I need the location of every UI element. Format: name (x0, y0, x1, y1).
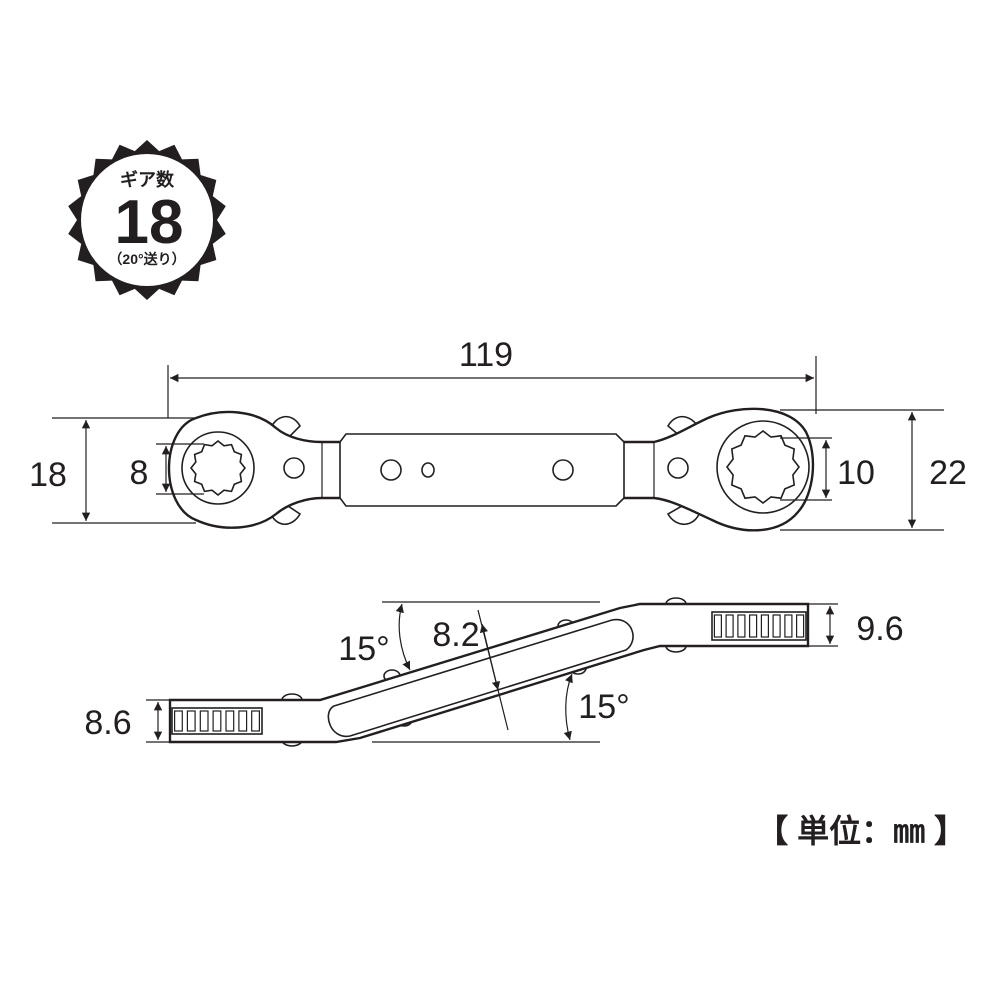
ratchet-tooth (212, 710, 222, 732)
upper-angle-label: 15° (338, 630, 389, 668)
side-view-dimensions: 15° 8.2 15° 9.6 8.6 (84, 601, 904, 743)
ratchet-tooth (225, 710, 235, 732)
ratchet-tooth (199, 710, 209, 732)
left-ratchet-teeth-icon (174, 710, 260, 732)
gear-count-badge: ギア数 18 （20°送り） (68, 140, 226, 300)
ratchet-tooth (784, 614, 793, 638)
left-height-label: 18 (29, 456, 67, 494)
left-socket-label: 8 (130, 454, 149, 492)
ratchet-tooth (737, 614, 746, 638)
length-label: 119 (459, 336, 513, 374)
badge-title: ギア数 (120, 169, 175, 190)
ratchet-tooth (251, 710, 260, 732)
ratchet-tooth (713, 614, 723, 638)
ratchet-tooth (760, 614, 770, 638)
ratchet-tooth (795, 614, 805, 638)
right-12point-socket-icon (725, 429, 801, 505)
ratchet-tooth (174, 710, 183, 732)
badge-number: 18 (115, 188, 184, 257)
left-12point-socket-icon (189, 439, 247, 497)
unit-note: 【 単位：㎜ 】 (756, 813, 966, 849)
ratchet-tooth (186, 710, 196, 732)
badge-subtitle: （20°送り） (108, 251, 185, 267)
right-head-thickness-label: 9.6 (856, 610, 903, 648)
shank-thickness-label: 8.2 (432, 616, 479, 654)
lower-angle-label: 15° (578, 688, 629, 726)
ratchet-tooth (238, 710, 248, 732)
ratchet-tooth (772, 614, 781, 638)
right-ratchet-teeth-icon (713, 614, 805, 638)
wrench-side-view (168, 597, 810, 747)
right-socket-label: 10 (837, 454, 875, 492)
right-height-label: 22 (929, 454, 967, 492)
left-head-thickness-label: 8.6 (84, 704, 131, 742)
ratchet-tooth (725, 614, 734, 638)
wrench-top-view (167, 407, 815, 532)
ratchet-tooth (748, 614, 758, 638)
top-view-dimensions: 119 18 8 10 22 (29, 336, 967, 531)
